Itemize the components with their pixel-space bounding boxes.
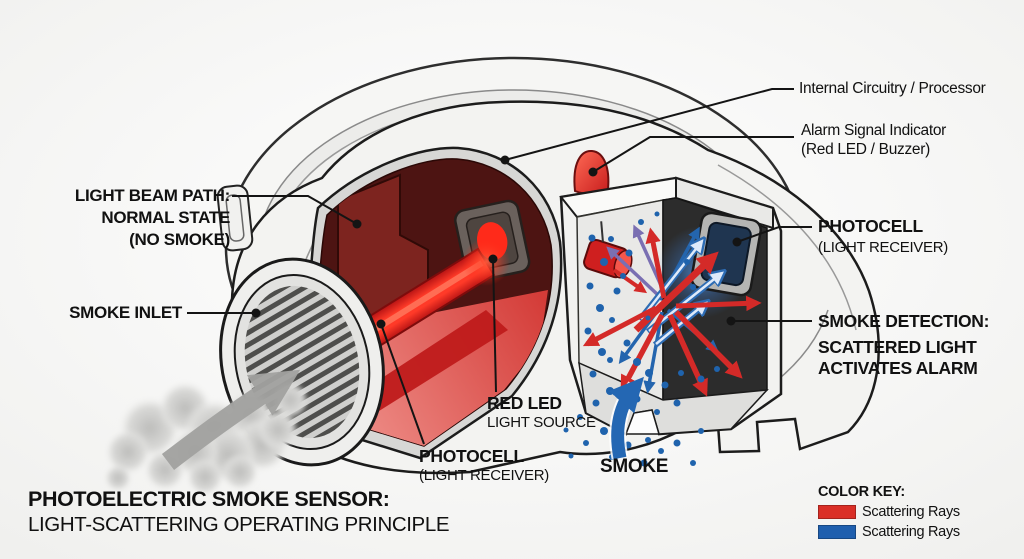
callout-red-led-line2: LIGHT SOURCE: [487, 414, 596, 431]
callout-beam-line3: (NO SMOKE): [129, 230, 230, 249]
callout-smoke-detection-line3: ACTIVATES ALARM: [818, 358, 978, 378]
beam-glow: [462, 238, 510, 286]
red-swatch: [818, 505, 856, 519]
photocell-receiver: [690, 211, 762, 297]
callout-smoke-inlet: SMOKE INLET: [69, 303, 182, 322]
callout-light-beam-path: LIGHT BEAM PATH: NORMAL STATE (NO SMOKE): [18, 185, 230, 251]
callout-photocell-bottom: PHOTOCELL (LIGHT RECEIVER): [419, 446, 549, 486]
legend-item-red: Scattering Rays: [818, 504, 960, 520]
callout-red-led: RED LED LIGHT SOURCE: [487, 394, 596, 432]
color-key-legend: COLOR KEY: Scattering Rays Scattering Ra…: [818, 484, 960, 540]
callout-photocell-right-line2: (LIGHT RECEIVER): [818, 239, 948, 256]
diagram-title-line2: LIGHT-SCATTERING OPERATING PRINCIPLE: [28, 513, 450, 536]
smoke-inlet-grille: [219, 257, 385, 467]
callout-photocell-bottom-line1: PHOTOCELL: [419, 446, 524, 466]
smoke-rise-arrow: [608, 376, 644, 460]
callout-alarm-indicator: Alarm Signal Indicator (Red LED / Buzzer…: [801, 121, 946, 159]
leader-light-beam-path: [232, 195, 358, 225]
callout-smoke-detection-line1: SMOKE DETECTION:: [818, 311, 990, 331]
callout-smoke-detection-line2: SCATTERED LIGHT: [818, 337, 977, 357]
smoke-particles-chamber: [584, 211, 720, 415]
callout-internal-circuitry: Internal Circuitry / Processor: [799, 80, 986, 97]
legend-heading: COLOR KEY:: [818, 484, 905, 500]
callout-red-led-line1: RED LED: [487, 393, 562, 413]
callout-beam-line2: NORMAL STATE: [101, 208, 230, 227]
diagram-title-line1: PHOTOELECTRIC SMOKE SENSOR:: [28, 487, 390, 511]
callout-smoke: SMOKE: [600, 456, 669, 477]
blue-swatch: [818, 525, 856, 539]
leader-red-led: [492, 258, 497, 393]
scattered-rays-red: [582, 227, 762, 397]
callout-alarm-line2: (Red LED / Buzzer): [801, 141, 930, 158]
leader-photocell-right: [736, 226, 812, 243]
callout-beam-line1: LIGHT BEAM PATH:: [74, 186, 230, 205]
smoke-entry-arrow: [161, 369, 301, 470]
leader-photocell-bottom: [380, 323, 425, 445]
diagram-title: PHOTOELECTRIC SMOKE SENSOR: LIGHT-SCATTE…: [28, 487, 450, 537]
smoke-opening: [624, 409, 660, 435]
callout-alarm-line1: Alarm Signal Indicator: [801, 122, 947, 139]
leader-lines: [187, 88, 812, 445]
callout-photocell-bottom-line2: (LIGHT RECEIVER): [419, 467, 549, 484]
leader-dots: [251, 155, 742, 329]
callout-photocell-right: PHOTOCELL (LIGHT RECEIVER): [818, 216, 948, 258]
leader-internal-circuitry: [504, 88, 794, 161]
callout-photocell-right-line1: PHOTOCELL: [818, 216, 923, 236]
callout-smoke-detection: SMOKE DETECTION: SCATTERED LIGHT ACTIVAT…: [818, 311, 989, 379]
leader-alarm-indicator: [592, 136, 794, 173]
roof-right: [675, 176, 774, 230]
legend-item-blue-label: Scattering Rays: [862, 524, 960, 540]
legend-item-red-label: Scattering Rays: [862, 504, 960, 520]
legend-item-blue: Scattering Rays: [818, 524, 960, 540]
